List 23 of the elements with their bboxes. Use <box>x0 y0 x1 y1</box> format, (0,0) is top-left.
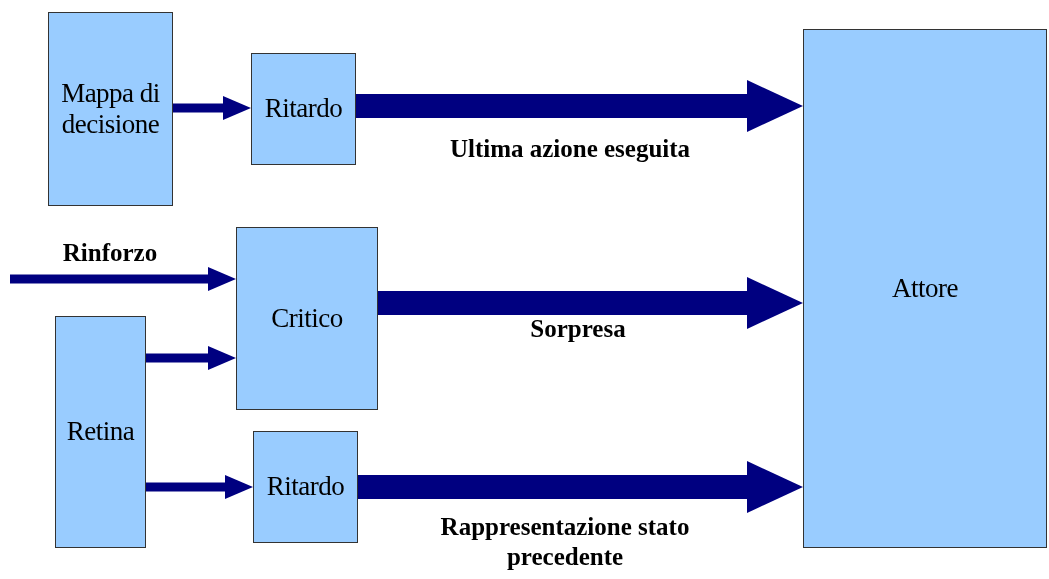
arrow <box>146 346 236 370</box>
arrow <box>10 267 236 291</box>
arrow <box>356 80 803 132</box>
edge-label: Ultima azione eseguita <box>449 134 691 164</box>
edge-label: Rinforzo <box>62 238 158 268</box>
process-box <box>251 53 356 165</box>
process-box <box>55 316 146 548</box>
box-label: Ritardo <box>266 471 345 503</box>
process-box <box>236 227 378 410</box>
arrow <box>146 475 253 499</box>
arrow <box>378 277 803 329</box>
box-label: Ritardo <box>264 93 343 125</box>
edge-label: Sorpresa <box>530 314 626 344</box>
box-label: Critico <box>271 302 343 334</box>
box-label: Mappa di decisione <box>60 77 161 141</box>
process-box <box>48 12 173 206</box>
box-label: Retina <box>66 416 135 448</box>
arrow <box>173 96 251 120</box>
box-label: Attore <box>892 272 958 304</box>
process-box <box>803 29 1047 548</box>
arrow <box>358 461 803 513</box>
edge-label: Rappresentazione stato precedente <box>439 512 691 572</box>
process-box <box>253 431 358 543</box>
